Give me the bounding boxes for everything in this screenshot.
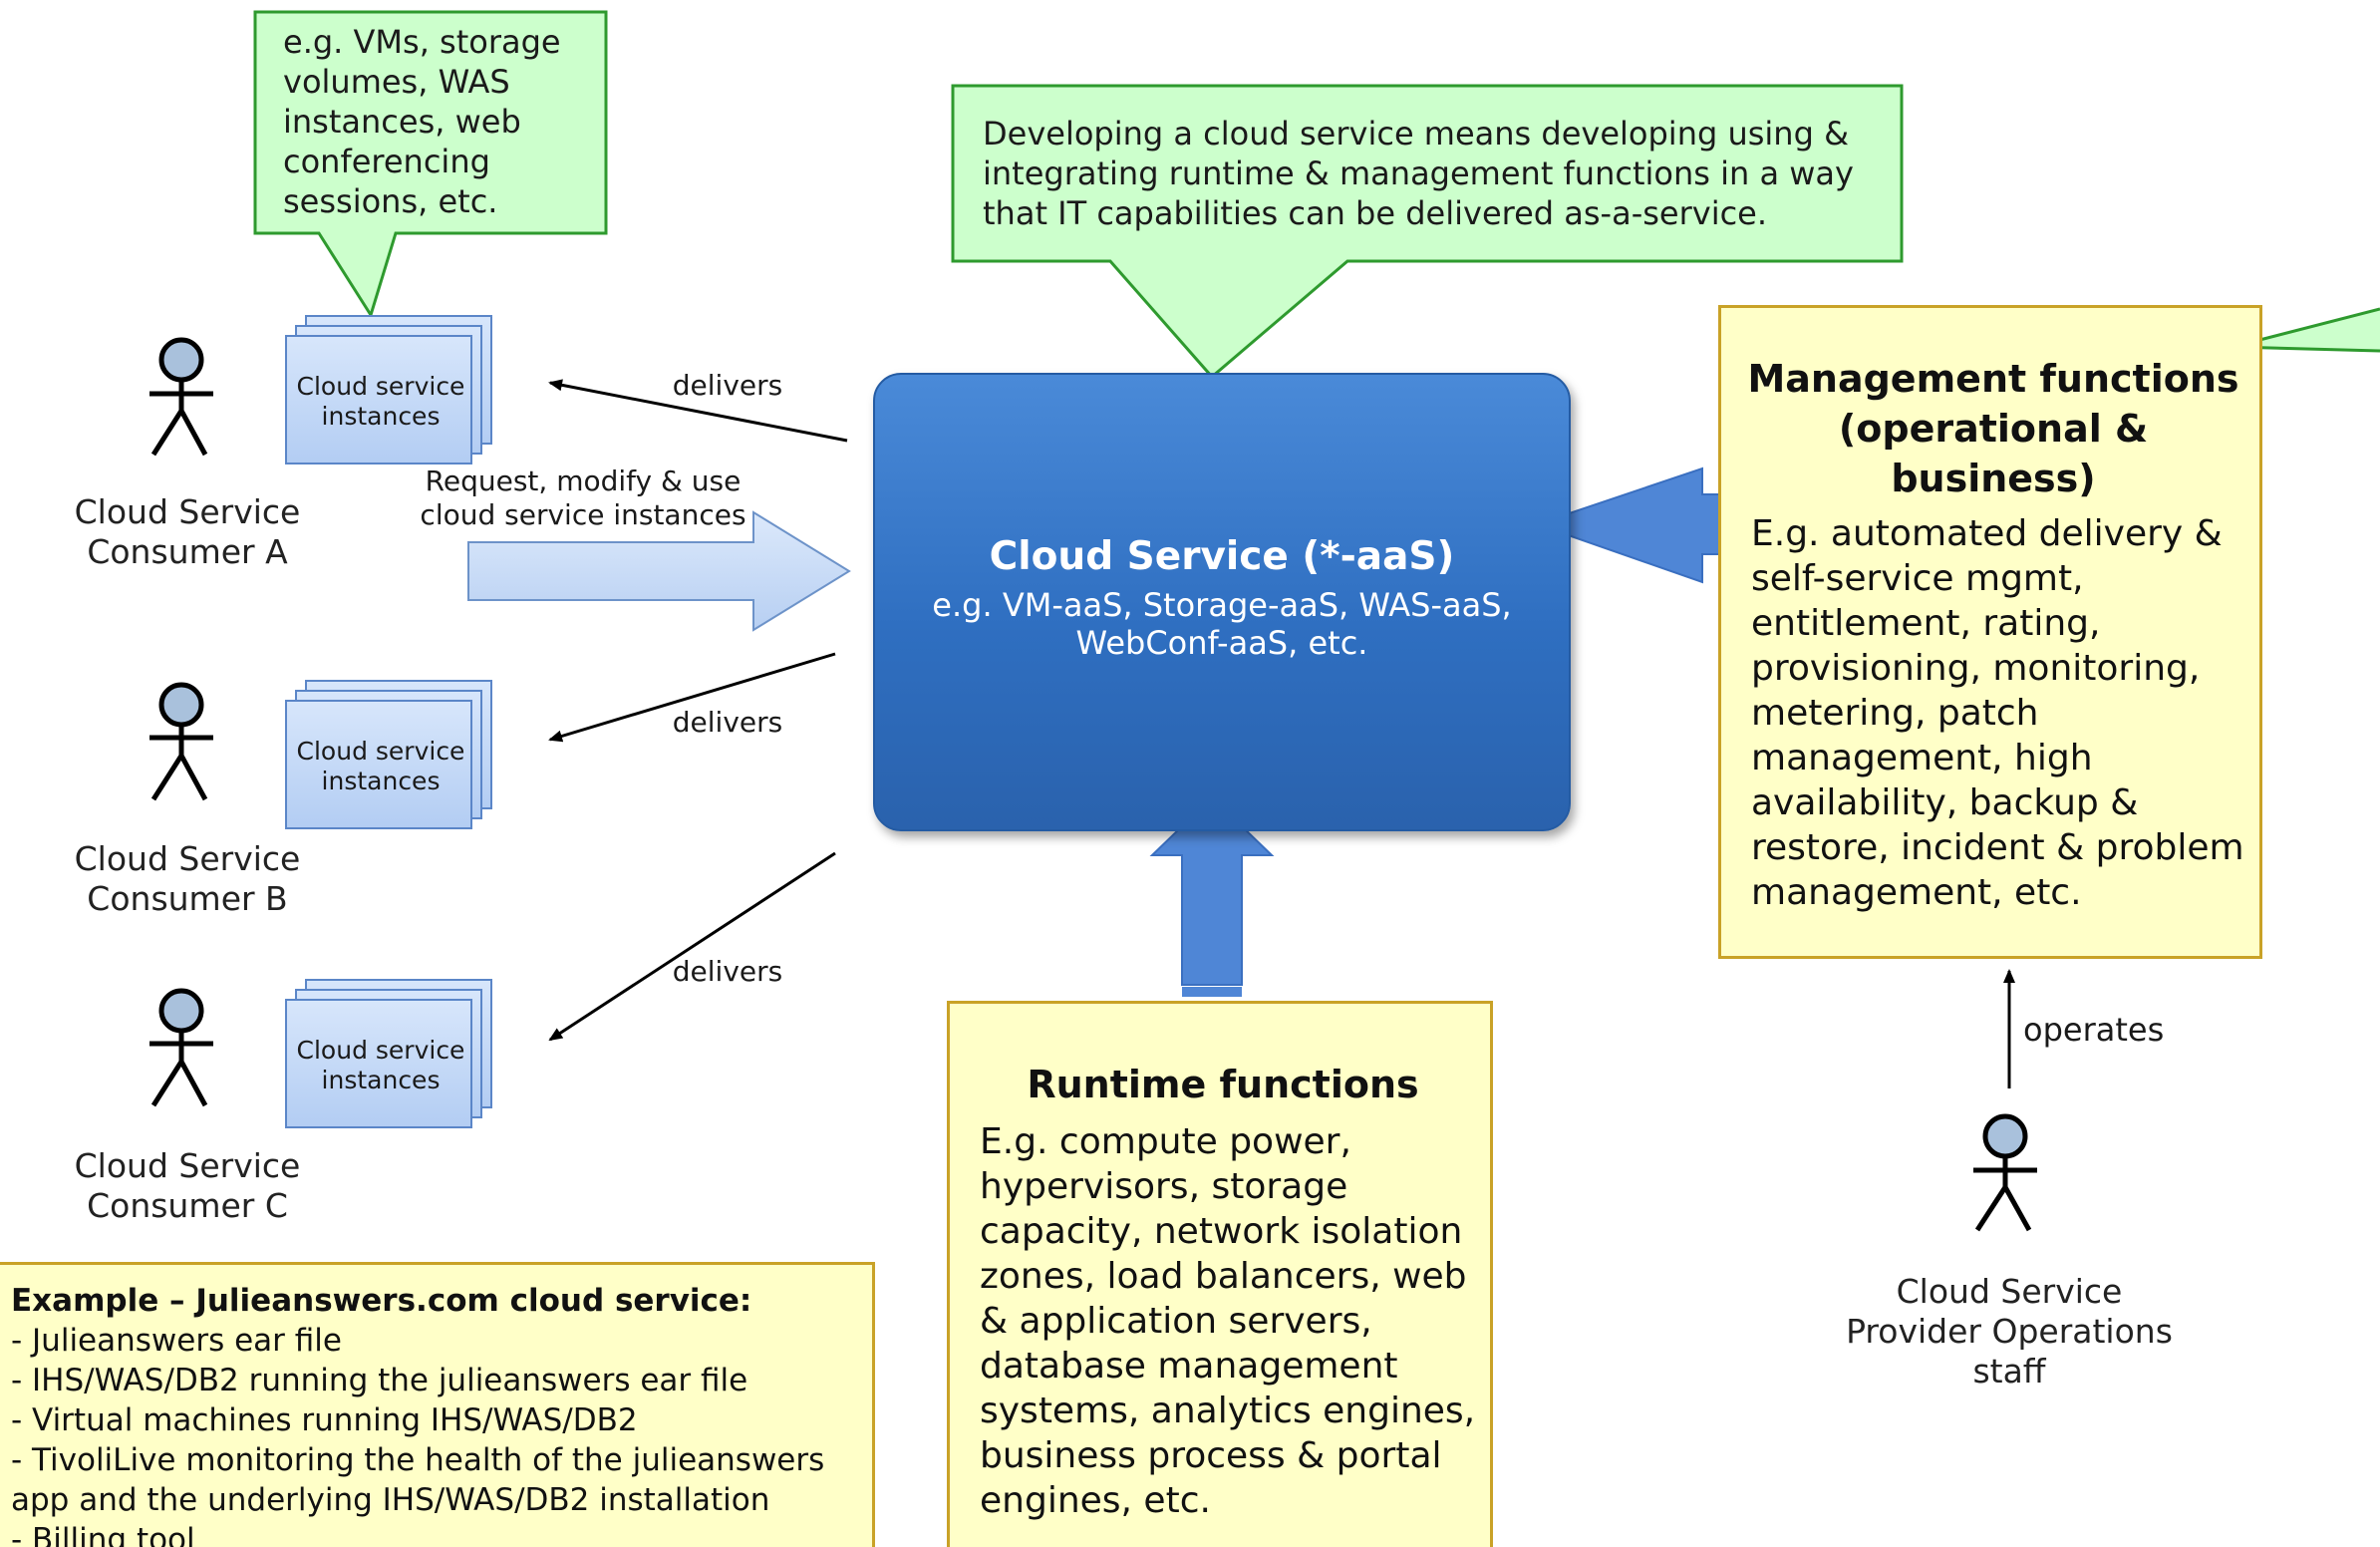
cloud-service-subtitle-2: WebConf-aaS, etc. [1075,624,1368,662]
runtime-functions-box: Runtime functions E.g. compute power, hy… [947,1001,1493,1547]
delivers-label-c: delivers [672,955,783,988]
instances-callout-text: e.g. VMs, storage volumes, WAS instances… [283,23,561,220]
cloud-service-title: Cloud Service (*-aaS) [989,534,1455,579]
management-title: Management functions (operational & busi… [1747,357,2239,500]
management-body: E.g. automated delivery & self-service m… [1751,513,2244,913]
example-box: Example – Julieanswers.com cloud service… [0,1262,875,1547]
example-line-1: - Julieanswers ear file [11,1323,342,1359]
cloud-service-box: Cloud Service (*-aaS) e.g. VM-aaS, Stora… [873,373,1571,831]
delivers-label-a: delivers [672,369,783,402]
request-label-line1: Request, modify & use [425,464,742,497]
developing-callout [951,84,1904,380]
actor-b-icon [149,682,213,801]
request-arrow [467,510,851,632]
example-line-2: - IHS/WAS/DB2 running the julieanswers e… [11,1363,748,1398]
request-label-line2: cloud service instances [420,498,746,531]
cloud-service-subtitle-1: e.g. VM-aaS, Storage-aaS, WAS-aaS, [932,586,1512,624]
instances-label-b: Cloud service instances [296,737,465,795]
instances-label-c: Cloud service instances [296,1036,465,1094]
example-line-3: - Virtual machines running IHS/WAS/DB2 [11,1402,638,1438]
management-functions-box: Management functions (operational & busi… [1718,305,2262,959]
instances-callout [253,10,608,319]
runtime-body: E.g. compute power, hypervisors, storage… [980,1121,1476,1521]
instances-label-a: Cloud service instances [296,372,465,431]
example-line-4: - TivoliLive monitoring the health of th… [11,1442,825,1518]
provider-actor-icon [1973,1113,2037,1232]
delivers-label-b: delivers [672,706,783,739]
operates-label: operates [2023,1011,2165,1049]
example-title: Example – Julieanswers.com cloud service… [11,1283,752,1319]
consumer-c-label: Cloud Service Consumer C [74,1146,301,1225]
provider-label: Cloud Service Provider Operations staff [1846,1272,2173,1391]
delivers-arrow-b [548,652,836,743]
actor-a-icon [149,337,213,457]
consumer-a-label: Cloud Service Consumer A [74,492,301,571]
runtime-title: Runtime functions [1027,1063,1419,1106]
delivers-arrow-c [548,851,836,1042]
actor-c-icon [149,988,213,1107]
example-line-5: - Billing tool [11,1522,195,1547]
consumer-b-label: Cloud Service Consumer B [74,839,301,918]
developing-callout-text: Developing a cloud service means develop… [983,115,1854,232]
delivers-arrow-a [548,379,848,443]
